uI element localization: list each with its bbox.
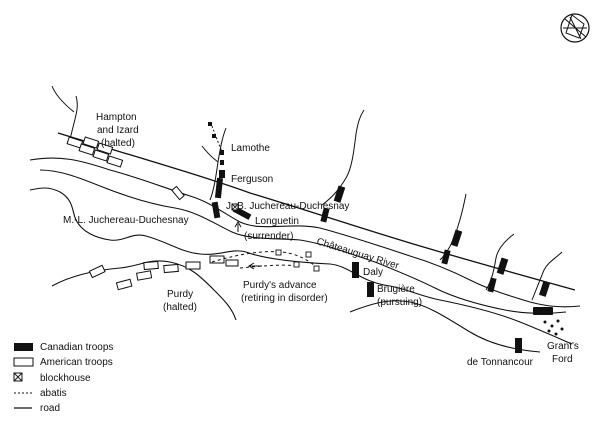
label-grants-ford: Grant's <box>547 341 579 352</box>
south-shore-contour-3 <box>349 300 541 353</box>
legend-american-troops: American troops <box>40 357 113 368</box>
purdy-advance-markers <box>275 249 320 272</box>
label-lamothe: Lamothe <box>231 143 270 154</box>
label-brugiere: Brugière <box>377 284 415 295</box>
legend-road: road <box>40 403 60 414</box>
de-tonnancour-troops <box>515 338 522 353</box>
label-ml-juchereau: M.-L. Juchereau-Duchesnay <box>63 215 189 226</box>
label-hampton-line2: and Izard <box>97 125 139 136</box>
purdy-retreat-arrow <box>248 262 262 270</box>
legend-canadian-troops: Canadian troops <box>40 342 113 353</box>
label-purdy: Purdy <box>167 289 193 300</box>
longuetin-marker <box>234 221 242 232</box>
compass-rose-icon <box>560 13 590 43</box>
label-brugiere-pursuing: (pursuing) <box>377 297 422 308</box>
label-grants-ford-2: Ford <box>552 354 573 365</box>
label-jb-juchereau: J.-B. Juchereau-Duchesnay <box>226 201 349 212</box>
tributary-streams <box>51 85 563 301</box>
label-purdy-halted: (halted) <box>163 302 197 313</box>
label-daly: Daly <box>363 267 383 278</box>
legend-blockhouse: blockhouse <box>40 373 91 384</box>
american-troops-symbol <box>13 357 34 367</box>
canadian-troops-symbol <box>14 343 33 351</box>
lamothe-abatis <box>211 125 223 153</box>
label-purdy-advance-disorder: (retiring in disorder) <box>241 293 328 304</box>
daly-troops <box>352 262 359 278</box>
south-shore-contour <box>29 187 573 345</box>
grants-ford-abatis <box>543 319 564 336</box>
ferguson-troops <box>214 177 224 199</box>
label-longuetin: Longuetin <box>255 216 299 227</box>
label-de-tonnancour: de Tonnancour <box>467 357 534 368</box>
hampton-izard-troops <box>66 136 185 201</box>
chateauguay-river <box>29 157 581 353</box>
jb-blockhouse <box>231 203 239 211</box>
label-longuetin-surrender: (surrender) <box>244 231 293 242</box>
blockhouse-symbol <box>13 372 23 382</box>
river-south-bank <box>39 169 567 314</box>
legend-abatis: abatis <box>40 388 67 399</box>
purdy-troops <box>88 255 239 291</box>
label-purdy-advance: Purdy's advance <box>243 280 317 291</box>
brugiere-troops <box>367 282 374 297</box>
label-hampton-line1: Hampton <box>96 112 137 123</box>
lamothe-troops <box>208 122 225 178</box>
label-ferguson: Ferguson <box>231 174 273 185</box>
road-troops-canadian <box>320 185 550 297</box>
map-legend: Canadian troops American troops blockhou… <box>13 342 113 414</box>
label-hampton-line3: (halted) <box>101 138 135 149</box>
river-north-bank <box>29 157 581 308</box>
grants-ford-troops <box>533 307 553 315</box>
